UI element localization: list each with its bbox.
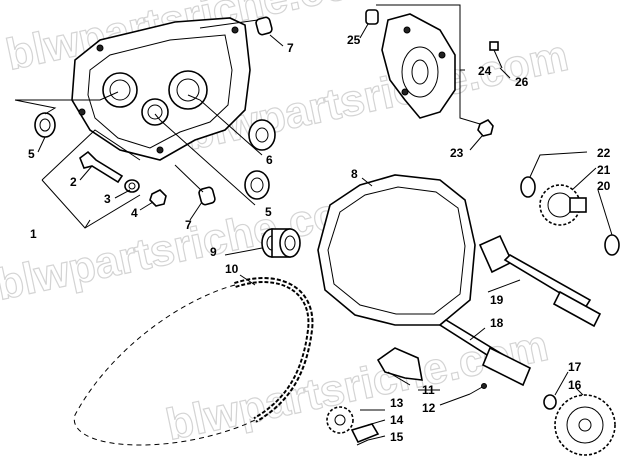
callout-5-right: 5 bbox=[265, 205, 272, 219]
bearing-9 bbox=[261, 228, 301, 258]
retainer-plate-14 bbox=[350, 423, 380, 444]
callout-18: 18 bbox=[490, 316, 504, 330]
callout-25: 25 bbox=[347, 33, 361, 47]
callout-17: 17 bbox=[568, 360, 582, 374]
callout-6: 6 bbox=[266, 153, 273, 167]
callout-10: 10 bbox=[225, 262, 239, 276]
callout-12: 12 bbox=[422, 401, 436, 415]
snap-ring-17 bbox=[543, 394, 557, 410]
callout-26: 26 bbox=[515, 75, 529, 89]
screw-26 bbox=[489, 41, 503, 69]
callout-20: 20 bbox=[597, 179, 611, 193]
input-shaft-19 bbox=[478, 234, 602, 328]
callout-22: 22 bbox=[597, 146, 611, 160]
nut-4 bbox=[149, 189, 167, 207]
callout-21: 21 bbox=[597, 163, 611, 177]
washer-3 bbox=[124, 179, 140, 193]
leader-lines bbox=[14, 4, 613, 441]
callout-2: 2 bbox=[70, 175, 77, 189]
callout-15: 15 bbox=[390, 430, 404, 444]
callout-13: 13 bbox=[390, 396, 404, 410]
callout-16: 16 bbox=[568, 378, 582, 392]
dowel-pin-top bbox=[255, 16, 273, 36]
callout-7-bottom: 7 bbox=[185, 218, 192, 232]
callout-19: 19 bbox=[490, 293, 504, 307]
bearing-5-left bbox=[34, 112, 56, 138]
bushing-25 bbox=[365, 9, 379, 25]
callout-1: 1 bbox=[30, 227, 37, 241]
callout-3: 3 bbox=[104, 192, 111, 206]
drive-chain-10 bbox=[73, 277, 314, 446]
screw-15 bbox=[356, 439, 369, 446]
screw-12 bbox=[469, 383, 487, 395]
sprocket-13 bbox=[326, 406, 354, 434]
washer-22 bbox=[520, 176, 536, 198]
callout-14: 14 bbox=[390, 413, 404, 427]
bearing-6 bbox=[248, 119, 276, 151]
callout-23: 23 bbox=[450, 146, 464, 160]
oil-deflector-11 bbox=[376, 347, 423, 381]
output-shaft-18 bbox=[438, 319, 532, 387]
callout-8: 8 bbox=[351, 167, 358, 181]
callout-9: 9 bbox=[210, 245, 217, 259]
gear-21 bbox=[539, 184, 587, 226]
gasket-8 bbox=[317, 174, 476, 326]
cover-plate-24 bbox=[381, 13, 456, 119]
washer-20 bbox=[604, 234, 620, 256]
bearing-5-right bbox=[244, 170, 270, 200]
gear-16 bbox=[554, 394, 616, 456]
callout-5-left: 5 bbox=[28, 147, 35, 161]
nut-23 bbox=[477, 119, 494, 137]
callout-labels: 1 2 3 4 5 5 6 7 7 8 9 10 11 12 13 14 15 … bbox=[28, 33, 611, 444]
callout-7-top: 7 bbox=[287, 41, 294, 55]
callout-11: 11 bbox=[422, 383, 435, 397]
callout-24: 24 bbox=[478, 64, 492, 78]
callout-4: 4 bbox=[131, 206, 138, 220]
bolt-2 bbox=[79, 150, 124, 184]
gear-case-housing bbox=[71, 17, 251, 161]
